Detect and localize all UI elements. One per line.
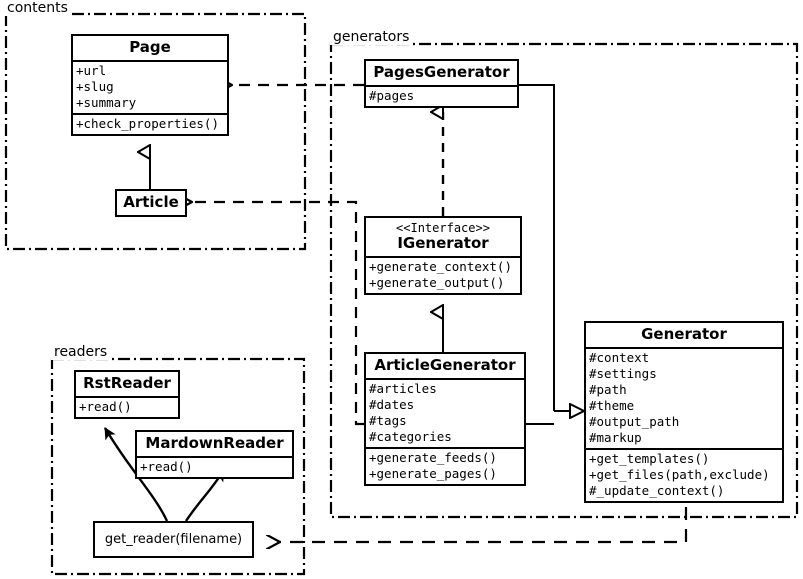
class-title-mardownreader: MardownReader bbox=[145, 434, 284, 452]
package-label-contents: contents bbox=[4, 0, 71, 16]
class-member: #output_path bbox=[589, 414, 680, 429]
class-member: +generate_context() bbox=[369, 259, 512, 274]
class-box-igenerator[interactable]: <<Interface>> IGenerator +generate_conte… bbox=[364, 216, 522, 295]
class-box-page[interactable]: Page +url +slug +summary +check_properti… bbox=[71, 34, 229, 136]
class-title-page: Page bbox=[129, 38, 171, 56]
class-title-articlegenerator: ArticleGenerator bbox=[374, 356, 516, 374]
class-member: #pages bbox=[369, 88, 415, 103]
package-label-readers: readers bbox=[51, 344, 111, 360]
class-stereotype-igenerator: <<Interface>> bbox=[396, 221, 490, 235]
function-box-get-reader[interactable]: get_reader(filename) bbox=[93, 521, 254, 558]
operations-compartment-rstreader: +read() bbox=[76, 396, 178, 417]
class-box-pagesgenerator[interactable]: PagesGenerator #pages bbox=[364, 59, 519, 108]
class-box-articlegenerator[interactable]: ArticleGenerator #articles #dates #tags … bbox=[364, 352, 526, 486]
class-member: +read() bbox=[140, 459, 193, 474]
operations-compartment-mardownreader: +read() bbox=[137, 456, 292, 477]
class-title-rstreader: RstReader bbox=[83, 374, 171, 392]
class-member: +get_files(path,exclude) bbox=[589, 467, 770, 482]
attributes-compartment-generator: #context #settings #path #theme #output_… bbox=[586, 347, 782, 448]
operations-compartment-igenerator: +generate_context() +generate_output() bbox=[366, 256, 520, 293]
attributes-compartment-page: +url +slug +summary bbox=[73, 60, 227, 113]
class-member: #path bbox=[589, 382, 627, 397]
function-label-get-reader: get_reader(filename) bbox=[104, 532, 243, 547]
class-member: +get_templates() bbox=[589, 451, 710, 466]
class-box-mardownreader[interactable]: MardownReader +read() bbox=[135, 430, 294, 479]
class-member: #articles bbox=[369, 381, 437, 396]
class-member: #markup bbox=[589, 430, 642, 445]
class-title-generator: Generator bbox=[641, 325, 727, 343]
generalization-generators-generator bbox=[519, 84, 584, 425]
class-member: +generate_feeds() bbox=[369, 450, 497, 465]
operations-compartment-page: +check_properties() bbox=[73, 113, 227, 134]
class-member: #theme bbox=[589, 398, 635, 413]
class-title-pagesgenerator: PagesGenerator bbox=[373, 63, 510, 81]
class-box-rstreader[interactable]: RstReader +read() bbox=[74, 370, 180, 419]
class-member: +slug bbox=[76, 79, 114, 94]
class-title-igenerator: IGenerator bbox=[397, 234, 489, 252]
class-member: +url bbox=[76, 63, 107, 78]
dependency-articlegenerator-article bbox=[192, 202, 364, 426]
class-member: #settings bbox=[589, 366, 657, 381]
class-member: +generate_pages() bbox=[369, 466, 497, 481]
class-member: +summary bbox=[76, 95, 137, 110]
class-member: #tags bbox=[369, 413, 407, 428]
class-member: #dates bbox=[369, 397, 415, 412]
dependency-generator-get_reader bbox=[280, 507, 688, 542]
class-box-article[interactable]: Article bbox=[115, 189, 187, 217]
class-member: +check_properties() bbox=[76, 116, 219, 131]
class-member: +generate_output() bbox=[369, 275, 505, 290]
class-title-article: Article bbox=[123, 193, 179, 211]
attributes-compartment-pagesgenerator: #pages bbox=[366, 85, 517, 106]
class-member: +read() bbox=[79, 399, 132, 414]
class-member: #_update_context() bbox=[589, 483, 725, 498]
class-box-generator[interactable]: Generator #context #settings #path #them… bbox=[584, 321, 784, 503]
operations-compartment-articlegenerator: +generate_feeds() +generate_pages() bbox=[366, 447, 524, 484]
attributes-compartment-articlegenerator: #articles #dates #tags #categories bbox=[366, 378, 524, 447]
class-member: #context bbox=[589, 350, 650, 365]
class-member: #categories bbox=[369, 429, 452, 444]
package-label-generators: generators bbox=[330, 29, 413, 45]
operations-compartment-generator: +get_templates() +get_files(path,exclude… bbox=[586, 448, 782, 501]
